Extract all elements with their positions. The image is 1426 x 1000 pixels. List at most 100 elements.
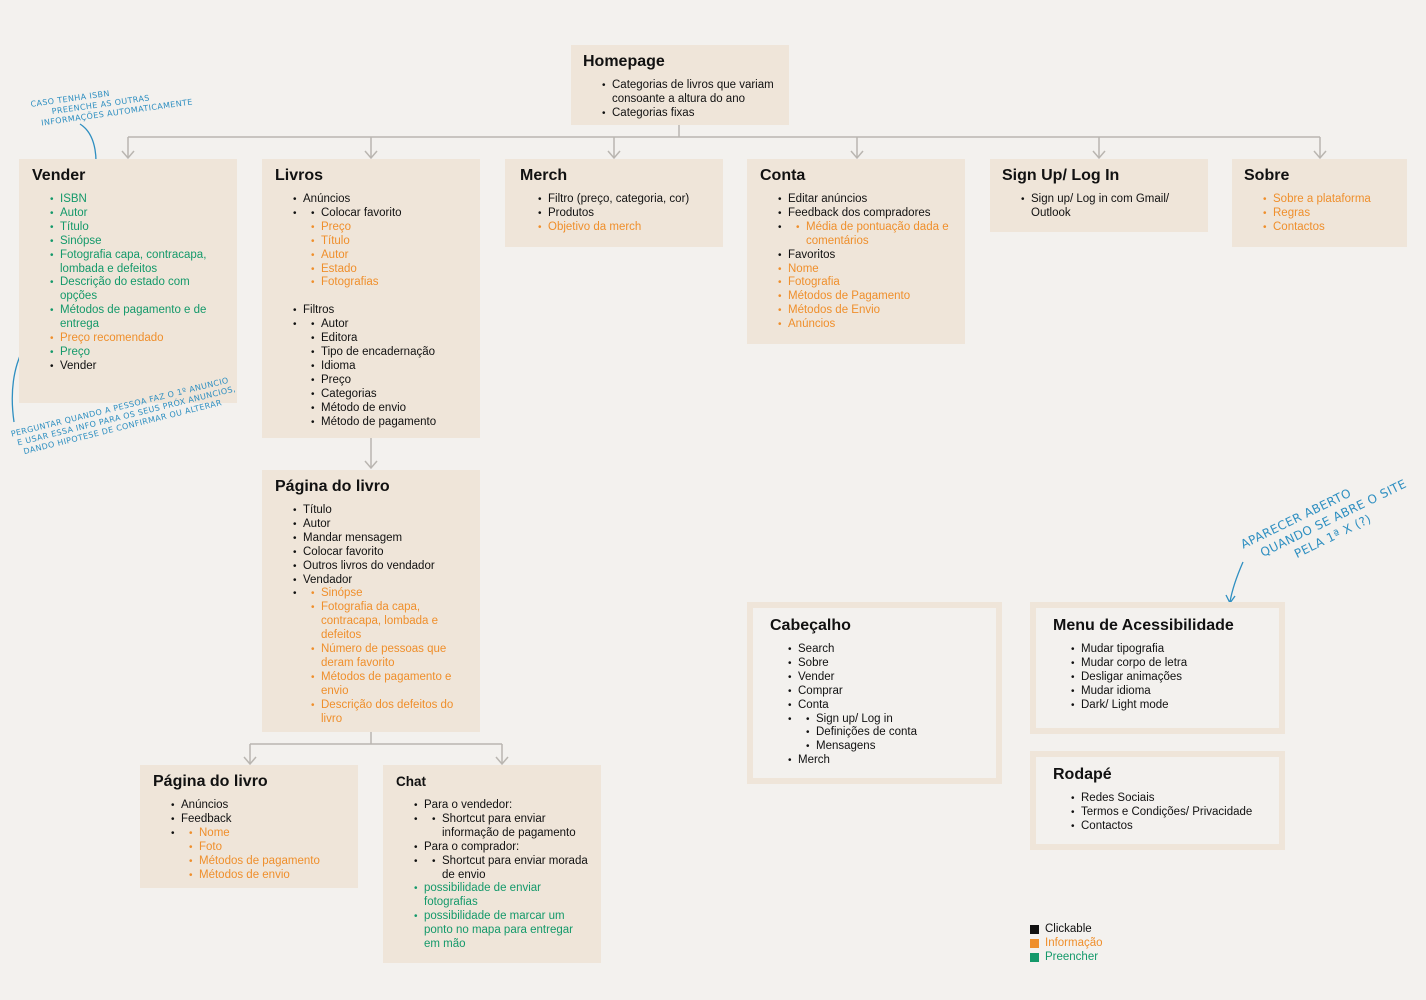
- pagina-livro-item[interactable]: Outros livros do vendador: [293, 560, 467, 574]
- vender-item-fotografia[interactable]: Fotografia capa, contracapa, lombada e d…: [50, 249, 224, 277]
- livros-filtro-item[interactable]: Idioma: [311, 360, 467, 374]
- conta-title: Conta: [760, 167, 806, 184]
- cabecalho-item[interactable]: Search: [788, 643, 979, 657]
- signup-box: Sign Up/ Log In Sign up/ Log in com Gmai…: [990, 159, 1208, 232]
- acessibilidade-title: Menu de Acessibilidade: [1053, 617, 1234, 634]
- pagina-livro-box: Página do livro Título Autor Mandar mens…: [262, 470, 480, 732]
- feedback-sub-item: Foto: [189, 841, 345, 855]
- vendador-sub-item: Sinópse: [311, 587, 467, 601]
- homepage-item[interactable]: Categorias fixas: [602, 107, 777, 121]
- livros-title: Livros: [275, 167, 324, 184]
- livros-anuncios[interactable]: Anúncios: [293, 193, 467, 207]
- vender-box: Vender ISBN Autor Título Sinópse Fotogra…: [19, 159, 237, 403]
- conta-item: Nome: [778, 263, 952, 277]
- sobre-item: Contactos: [1263, 221, 1395, 235]
- pagina-livro-item[interactable]: Autor: [293, 518, 467, 532]
- vender-item-sinopse[interactable]: Sinópse: [50, 235, 224, 249]
- cabecalho-conta-item[interactable]: Mensagens: [806, 740, 979, 754]
- vender-item-descricao[interactable]: Descrição do estado com opções: [50, 276, 224, 304]
- cabecalho-item[interactable]: Comprar: [788, 685, 979, 699]
- vender-item-isbn[interactable]: ISBN: [50, 193, 224, 207]
- vender-item-autor[interactable]: Autor: [50, 207, 224, 221]
- acessibilidade-item[interactable]: Mudar corpo de letra: [1071, 657, 1262, 671]
- pagina-livro-item[interactable]: Vendador: [293, 574, 467, 588]
- note-aparecer-arrow: [1229, 561, 1244, 603]
- vendador-sub-item: Métodos de pagamento e envio: [311, 671, 467, 699]
- pagina-vendedor-feedback-list: Nome Foto Métodos de pagamento Métodos d…: [189, 827, 345, 883]
- conta-editar[interactable]: Editar anúncios: [778, 193, 952, 207]
- pagina-livro-item[interactable]: Mandar mensagem: [293, 532, 467, 546]
- merch-title: Merch: [520, 167, 568, 184]
- homepage-title: Homepage: [583, 53, 665, 70]
- legend-label: Preencher: [1045, 951, 1099, 963]
- livros-filtro-item[interactable]: Método de envio: [311, 402, 467, 416]
- pagina-livro-item[interactable]: Colocar favorito: [293, 546, 467, 560]
- acessibilidade-item[interactable]: Dark/ Light mode: [1071, 699, 1262, 713]
- conta-feedback-group: Média de pontuação dada e comentários: [778, 221, 952, 249]
- legend-label: Informação: [1045, 937, 1103, 949]
- chat-comprador[interactable]: Para o comprador:: [414, 841, 588, 855]
- legend-swatch-orange: [1030, 938, 1039, 948]
- sobre-title: Sobre: [1244, 167, 1290, 184]
- chat-vendedor[interactable]: Para o vendedor:: [414, 799, 588, 813]
- pagina-livro-item[interactable]: Título: [293, 504, 467, 518]
- livros-anuncio-item: Preço: [311, 221, 467, 235]
- acessibilidade-box: Menu de Acessibilidade Mudar tipografia …: [1030, 602, 1285, 734]
- livros-filtro-item[interactable]: Categorias: [311, 388, 467, 402]
- pagina-livro-vendador-group: Sinópse Fotografia da capa, contracapa, …: [293, 587, 467, 726]
- conta-feedback-list: Média de pontuação dada e comentários: [796, 221, 952, 249]
- chat-extra[interactable]: possibilidade de enviar fotografias: [414, 882, 588, 910]
- cabecalho-conta-list: Sign up/ Log in Definições de conta Mens…: [806, 713, 979, 755]
- livros-filtros-group: Autor Editora Tipo de encadernação Idiom…: [293, 318, 467, 430]
- vender-item-preco[interactable]: Preço: [50, 346, 224, 360]
- chat-vendedor-sub[interactable]: Shortcut para enviar informação de pagam…: [432, 813, 588, 841]
- cabecalho-item[interactable]: Sobre: [788, 657, 979, 671]
- cabecalho-conta-item[interactable]: Definições de conta: [806, 726, 979, 740]
- spacer: [303, 290, 467, 304]
- livros-anuncio-item[interactable]: Colocar favorito: [311, 207, 467, 221]
- merch-box: Merch Filtro (preço, categoria, cor) Pro…: [505, 159, 723, 247]
- homepage-box: Homepage Categorias de livros que variam…: [571, 45, 789, 125]
- chat-comprador-sub[interactable]: Shortcut para enviar morada de envio: [432, 855, 588, 883]
- chat-comprador-group: Shortcut para enviar morada de envio: [414, 855, 588, 883]
- livros-filtro-item[interactable]: Método de pagamento: [311, 416, 467, 430]
- livros-filtro-item[interactable]: Editora: [311, 332, 467, 346]
- rodape-item[interactable]: Termos e Condições/ Privacidade: [1071, 806, 1262, 820]
- livros-anuncio-item: Título: [311, 235, 467, 249]
- rodape-item[interactable]: Redes Sociais: [1071, 792, 1262, 806]
- vendador-sub-item: Número de pessoas que deram favorito: [311, 643, 467, 671]
- sobre-item: Sobre a plataforma: [1263, 193, 1395, 207]
- livros-filtros[interactable]: Filtros: [293, 304, 467, 318]
- cabecalho-item[interactable]: Vender: [788, 671, 979, 685]
- livros-filtro-item[interactable]: Autor: [311, 318, 467, 332]
- pagina-vendedor-feedback[interactable]: Feedback: [171, 813, 345, 827]
- acessibilidade-item[interactable]: Desligar animações: [1071, 671, 1262, 685]
- pagina-vendedor-feedback-group: Nome Foto Métodos de pagamento Métodos d…: [171, 827, 345, 883]
- vender-item-preco-recomendado: Preço recomendado: [50, 332, 224, 346]
- signup-item[interactable]: Sign up/ Log in com Gmail/ Outlook: [1021, 193, 1196, 221]
- merch-item[interactable]: Filtro (preço, categoria, cor): [538, 193, 708, 207]
- chat-vendedor-list: Shortcut para enviar informação de pagam…: [432, 813, 588, 841]
- rodape-item[interactable]: Contactos: [1071, 820, 1262, 834]
- legend-swatch-black: [1030, 924, 1039, 934]
- vender-item-titulo[interactable]: Título: [50, 221, 224, 235]
- conta-item[interactable]: Favoritos: [778, 249, 952, 263]
- conta-feedback[interactable]: Feedback dos compradores: [778, 207, 952, 221]
- chat-extra[interactable]: possibilidade de marcar um ponto no mapa…: [414, 910, 588, 952]
- cabecalho-item[interactable]: Conta: [788, 699, 979, 713]
- acessibilidade-item[interactable]: Mudar idioma: [1071, 685, 1262, 699]
- acessibilidade-item[interactable]: Mudar tipografia: [1071, 643, 1262, 657]
- vender-item-vender[interactable]: Vender: [50, 360, 224, 374]
- cabecalho-item-merch[interactable]: Merch: [788, 754, 979, 768]
- legend-swatch-green: [1030, 952, 1039, 962]
- legend-row-clickable: Clickable: [1030, 922, 1103, 936]
- livros-filtro-item[interactable]: Preço: [311, 374, 467, 388]
- homepage-item[interactable]: Categorias de livros que variam consoant…: [602, 79, 777, 107]
- pagina-vendedor-anuncios[interactable]: Anúncios: [171, 799, 345, 813]
- livros-filtro-item[interactable]: Tipo de encadernação: [311, 346, 467, 360]
- merch-item: Objetivo da merch: [538, 221, 708, 235]
- cabecalho-conta-item[interactable]: Sign up/ Log in: [806, 713, 979, 727]
- merch-item[interactable]: Produtos: [538, 207, 708, 221]
- livros-anuncio-item: Fotografias: [311, 276, 467, 290]
- vender-item-metodos[interactable]: Métodos de pagamento e de entrega: [50, 304, 224, 332]
